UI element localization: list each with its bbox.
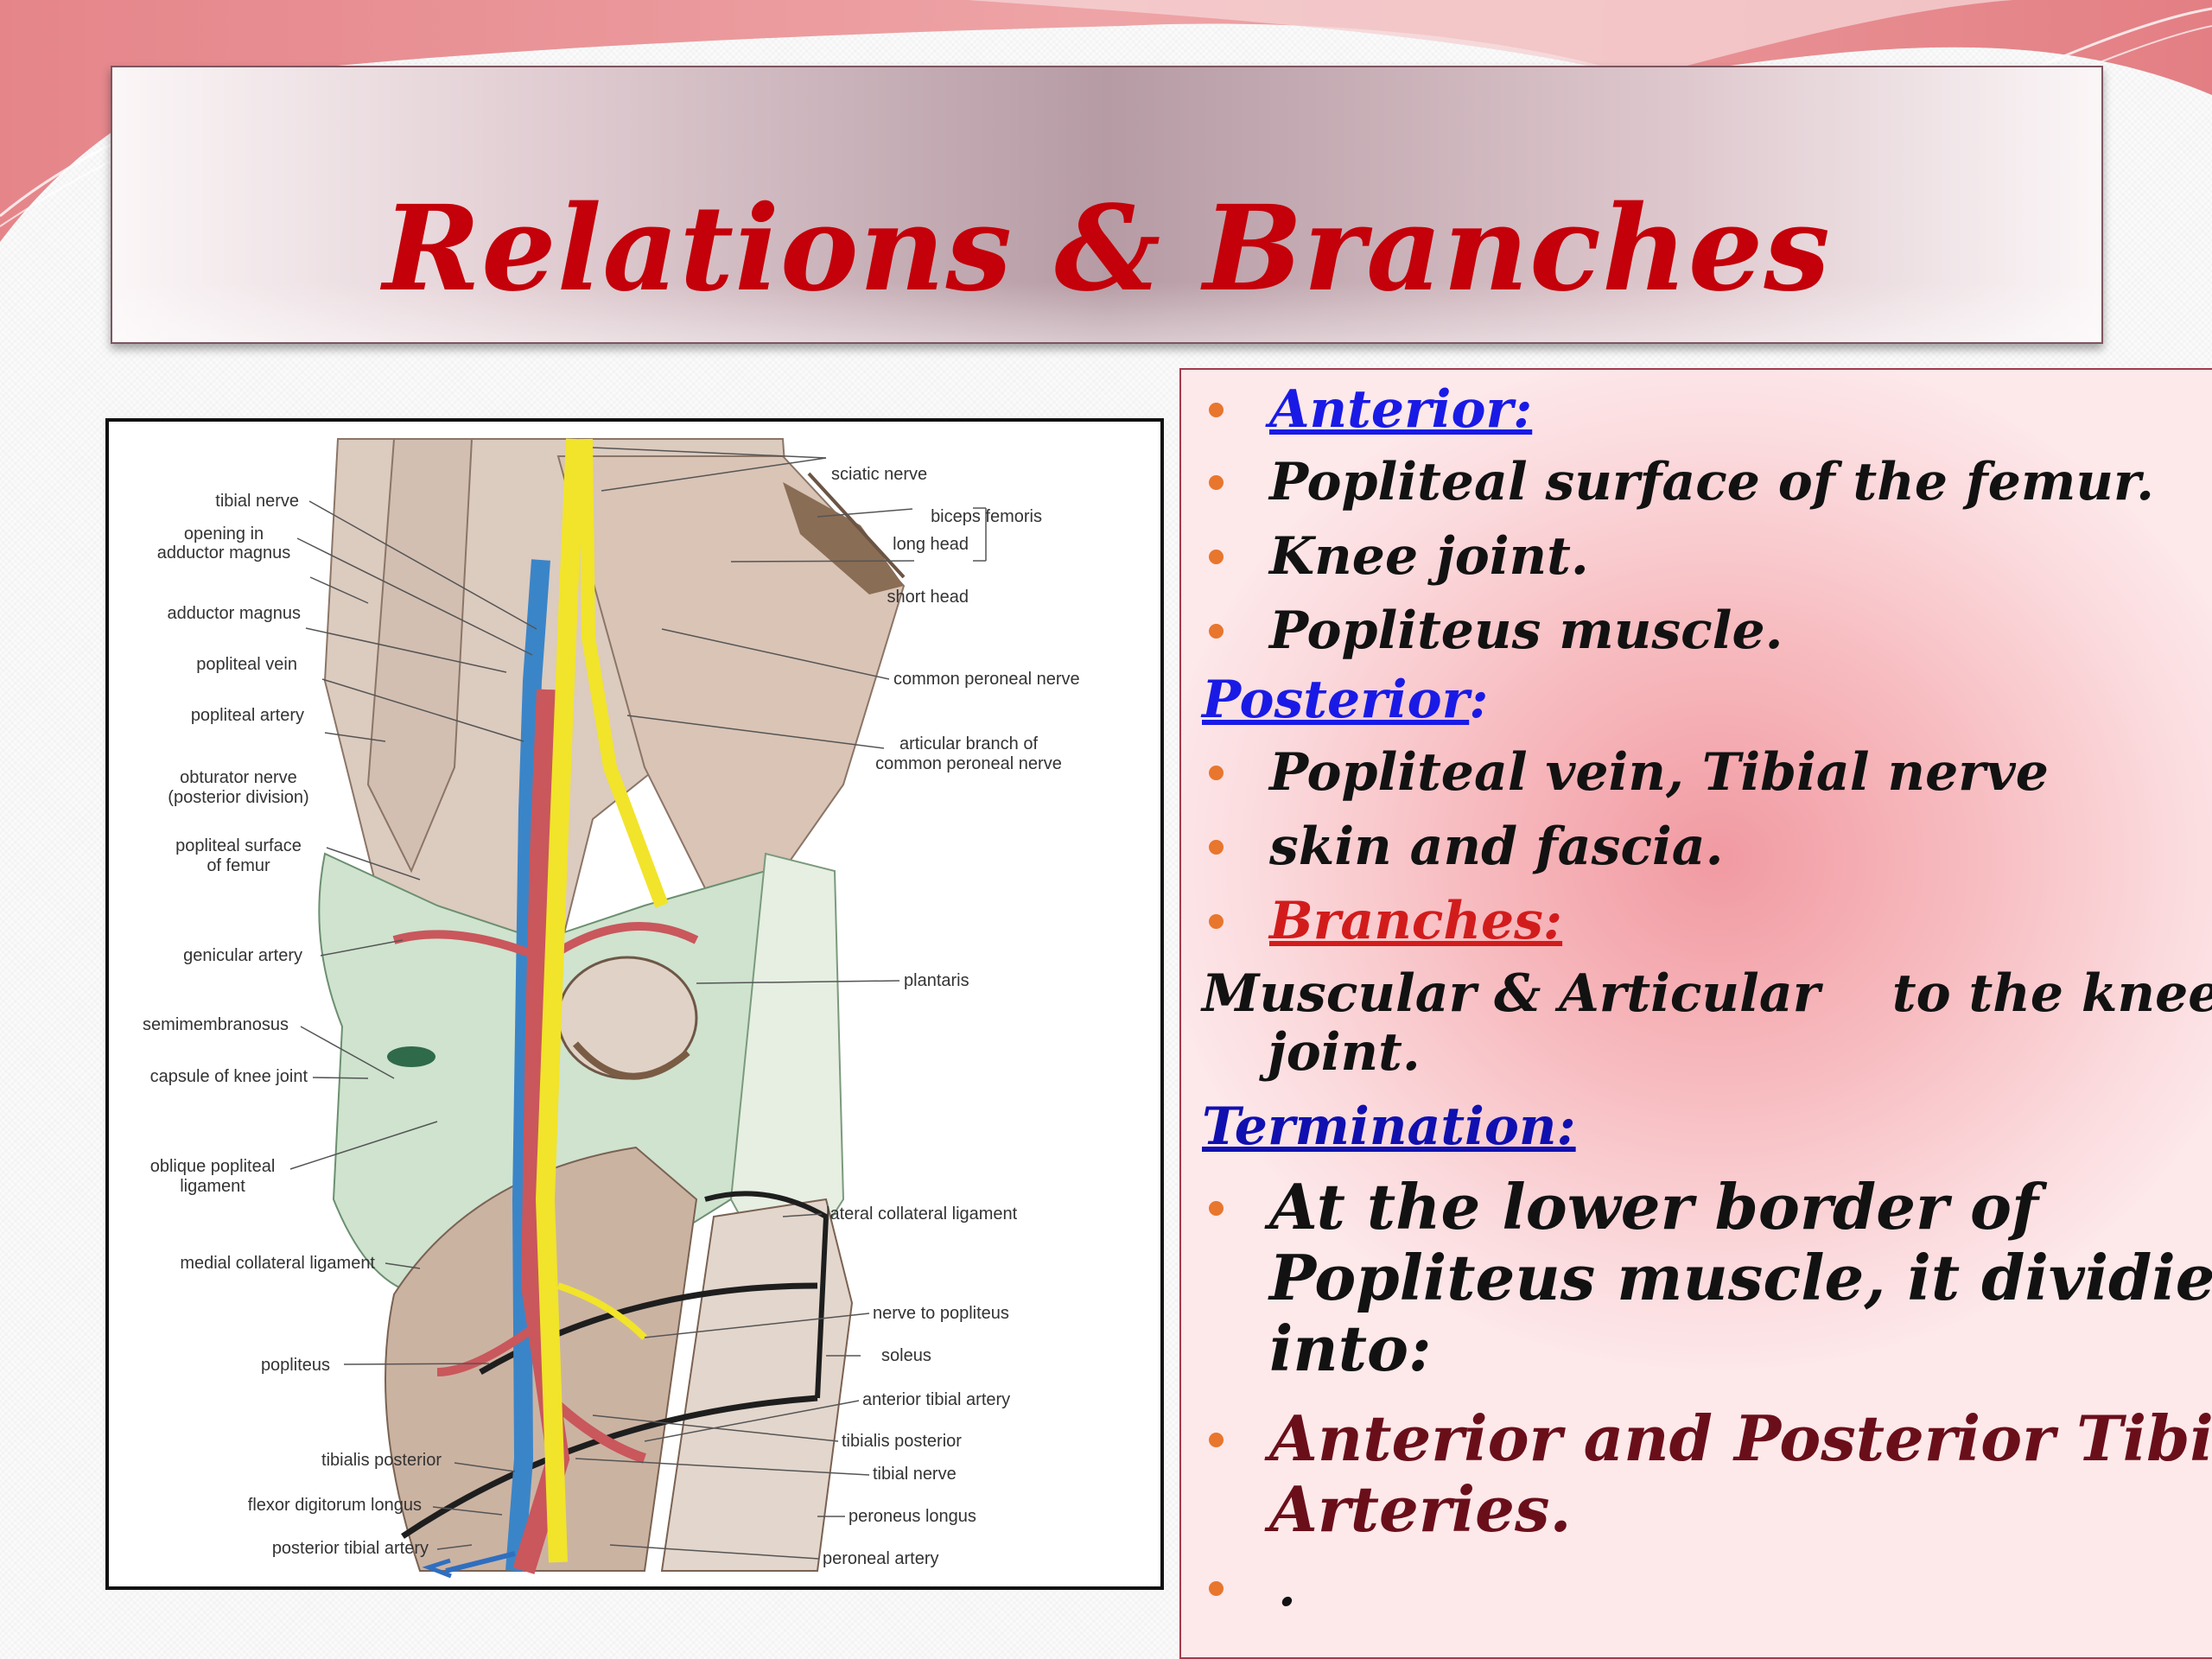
bullet-dot bbox=[1209, 550, 1224, 564]
label-articular-branch-of: articular branch of bbox=[899, 734, 1039, 753]
anterior-heading: Anterior: bbox=[1269, 379, 1533, 440]
anterior-item-popliteus: Popliteus muscle. bbox=[1269, 601, 1783, 661]
posterior-item-skin-fascia: skin and fascia. bbox=[1269, 817, 1724, 877]
label-posterior-tibial-artery: posterior tibial artery bbox=[272, 1539, 429, 1558]
label-nerve-to-popliteus: nerve to popliteus bbox=[873, 1304, 1009, 1323]
popliteal-fossa-diagram: tibial nerve opening in adductor magnus … bbox=[143, 438, 1080, 1579]
result-line-1: Anterior and Posterior Tibial bbox=[1269, 1402, 2212, 1475]
branches-text-line-1: Muscular & Articular to the knee bbox=[1202, 963, 2212, 1024]
branches-text-line-2: joint. bbox=[1268, 1022, 1421, 1083]
label-opening-in: opening in bbox=[184, 524, 264, 543]
bullet-dot bbox=[1209, 1433, 1224, 1447]
posterior-heading-line: Posterior: bbox=[1202, 667, 2212, 733]
posterior-item-vein-nerve: Popliteal vein, Tibial nerve bbox=[1269, 742, 2049, 803]
label-popliteus: popliteus bbox=[261, 1356, 330, 1375]
bullet-dot bbox=[1209, 914, 1224, 929]
slide-title: Relations & Branches bbox=[383, 180, 1831, 318]
label-lateral-collateral-ligament: lateral collateral ligament bbox=[826, 1205, 1018, 1224]
trailing-period: . bbox=[1278, 1558, 1296, 1618]
label-ligament: ligament bbox=[180, 1177, 245, 1196]
label-plantaris: plantaris bbox=[904, 971, 969, 990]
label-long-head: long head bbox=[893, 535, 969, 554]
label-peroneus-longus: peroneus longus bbox=[849, 1507, 976, 1526]
label-common-peroneal-nerve: common peroneal nerve bbox=[893, 670, 1080, 689]
label-genicular-artery: genicular artery bbox=[183, 946, 302, 965]
branches-heading: Branches: bbox=[1269, 891, 1563, 951]
label-short-head: short head bbox=[887, 588, 969, 607]
posterior-heading: Posterior bbox=[1202, 670, 1470, 730]
content-panel: Anterior: Popliteal surface of the femur… bbox=[1179, 368, 2212, 1659]
termination-line-1: At the lower border of bbox=[1269, 1170, 2039, 1243]
termination-heading: Termination: bbox=[1202, 1096, 1576, 1157]
label-semimembranosus: semimembranosus bbox=[143, 1015, 289, 1034]
anterior-item-femur: Popliteal surface of the femur. bbox=[1269, 452, 2155, 512]
label-articular-common-peroneal-nerve: common peroneal nerve bbox=[875, 754, 1062, 773]
bullet-dot bbox=[1209, 1201, 1224, 1216]
label-posterior-division: (posterior division) bbox=[168, 788, 308, 807]
label-popliteal-surface: popliteal surface bbox=[175, 836, 302, 855]
label-obturator-nerve: obturator nerve bbox=[180, 768, 297, 787]
label-tibialis-posterior-left: tibialis posterior bbox=[321, 1451, 442, 1470]
termination-heading-line: Termination: bbox=[1202, 1094, 2212, 1160]
bullet-dot bbox=[1209, 1581, 1224, 1596]
label-medial-collateral-ligament: medial collateral ligament bbox=[180, 1254, 375, 1273]
label-anterior-tibial-artery: anterior tibial artery bbox=[862, 1390, 1010, 1409]
bullet-dot bbox=[1209, 624, 1224, 639]
label-soleus: soleus bbox=[881, 1346, 931, 1365]
anterior-item-knee-joint: Knee joint. bbox=[1269, 526, 1589, 587]
posterior-colon: : bbox=[1469, 670, 1489, 730]
result-line-2: Arteries. bbox=[1269, 1472, 1572, 1546]
label-capsule-of-knee-joint: capsule of knee joint bbox=[150, 1067, 308, 1086]
title-banner: Relations & Branches bbox=[111, 66, 2103, 344]
bullet-dot bbox=[1209, 475, 1224, 490]
label-popliteal-vein: popliteal vein bbox=[196, 655, 297, 674]
label-of-femur: of femur bbox=[207, 856, 270, 875]
label-tibialis-posterior-right: tibialis posterior bbox=[842, 1432, 962, 1451]
anatomy-figure: tibial nerve opening in adductor magnus … bbox=[105, 418, 1164, 1590]
label-adductor-magnus: adductor magnus bbox=[167, 604, 301, 623]
bullet-dot bbox=[1209, 840, 1224, 855]
label-biceps-femoris: biceps femoris bbox=[931, 507, 1042, 526]
label-tibial-nerve: tibial nerve bbox=[215, 492, 299, 511]
label-sciatic-nerve: sciatic nerve bbox=[831, 465, 927, 484]
termination-line-2: Popliteus muscle, it dividies bbox=[1269, 1241, 2212, 1314]
label-flexor-digitorum-longus: flexor digitorum longus bbox=[248, 1496, 422, 1515]
label-popliteal-artery: popliteal artery bbox=[191, 706, 304, 725]
termination-line-3: into: bbox=[1269, 1312, 1432, 1385]
bullet-dot bbox=[1209, 766, 1224, 780]
bullet-dot bbox=[1209, 403, 1224, 417]
label-adductor-magnus-opening: adductor magnus bbox=[157, 543, 291, 563]
label-oblique-popliteal: oblique popliteal bbox=[150, 1157, 276, 1176]
label-tibial-nerve-lower: tibial nerve bbox=[873, 1465, 957, 1484]
label-peroneal-artery: peroneal artery bbox=[823, 1549, 939, 1568]
